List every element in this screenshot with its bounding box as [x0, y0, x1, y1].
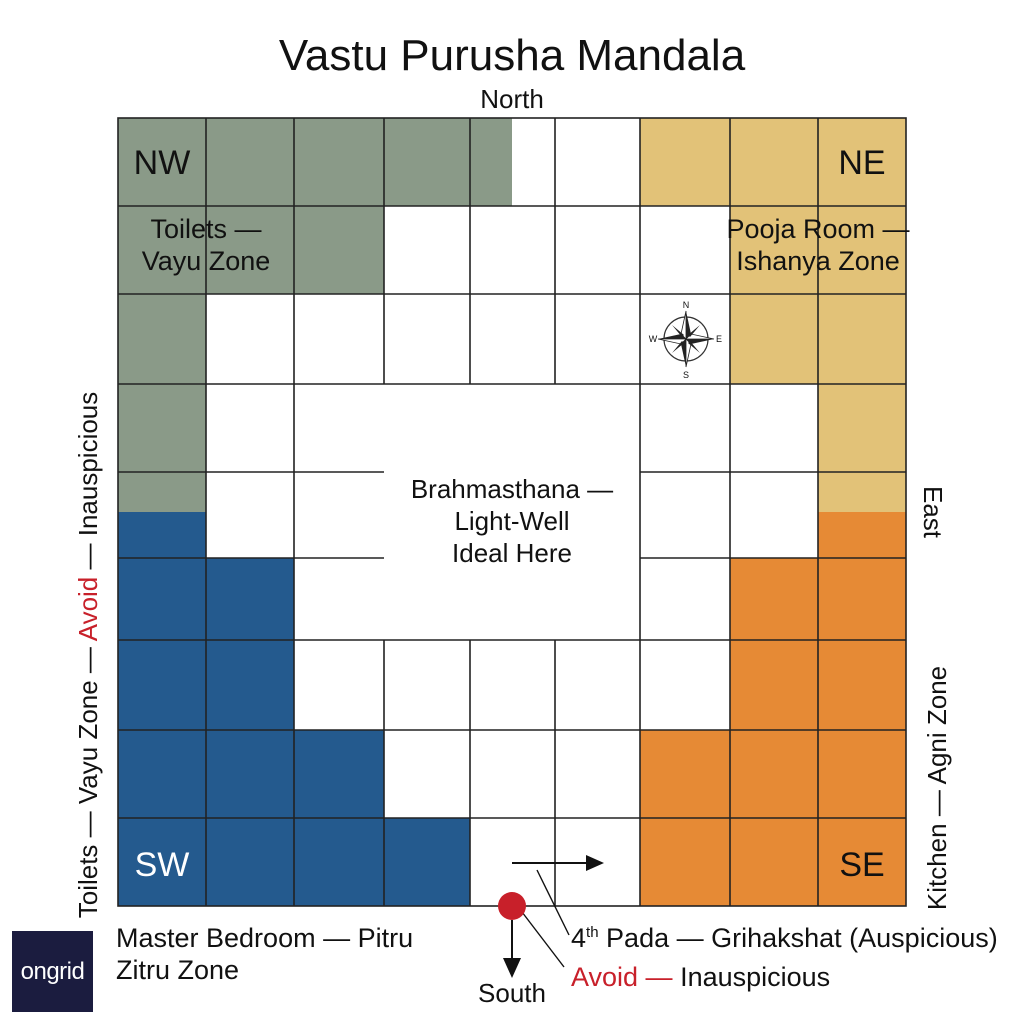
pada-label: 4th Pada — Grihakshat (Auspicious)	[571, 923, 998, 953]
master-bedroom-line2: Zitru Zone	[116, 955, 239, 985]
pada-sup: th	[586, 924, 599, 941]
east-label: East	[918, 486, 948, 539]
avoid-word: Avoid —	[571, 962, 673, 992]
avoid-label: Avoid — Inauspicious	[571, 962, 830, 992]
pada-rest: Pada — Grihakshat (Auspicious)	[599, 923, 998, 953]
center-line3: Ideal Here	[452, 538, 572, 568]
compass-e: E	[716, 334, 722, 344]
west-label-avoid: Avoid	[73, 577, 103, 642]
direction-arrows	[503, 855, 604, 978]
west-label-part1: Toilets — Vayu Zone —	[73, 641, 103, 918]
pada-number: 4	[571, 923, 586, 953]
corner-se-label: SE	[839, 846, 884, 884]
se-zone-fill	[640, 512, 906, 906]
compass-w: W	[649, 334, 658, 344]
ne-zone-fill	[640, 118, 906, 512]
east-kitchen-label: Kitchen — Agni Zone	[922, 666, 952, 910]
compass-s: S	[683, 370, 689, 380]
center-line2: Light-Well	[454, 506, 569, 536]
corner-ne-label: NE	[838, 144, 885, 182]
ne-zone-line1: Pooja Room —	[726, 214, 909, 244]
north-label: North	[480, 84, 544, 114]
corner-nw-label: NW	[134, 144, 191, 182]
compass-n: N	[683, 300, 690, 310]
nw-zone-line1: Toilets —	[150, 214, 261, 244]
west-side-label: Toilets — Vayu Zone — Avoid — Inauspicio…	[73, 392, 103, 919]
ne-zone-line2: Ishanya Zone	[736, 246, 900, 276]
master-bedroom-line1: Master Bedroom — Pitru	[116, 923, 413, 953]
center-line1: Brahmasthana —	[411, 474, 613, 504]
logo-text: ongrid	[20, 957, 85, 985]
diagram-title: Vastu Purusha Mandala	[279, 31, 746, 80]
compass-icon: N S E W	[649, 300, 722, 380]
ongrid-logo: ongrid	[12, 931, 93, 1012]
south-label: South	[478, 978, 546, 1008]
corner-sw-label: SW	[135, 846, 190, 884]
nw-zone-fill	[118, 118, 512, 512]
inauspicious-word: Inauspicious	[673, 962, 831, 992]
entrance-marker	[498, 892, 526, 920]
nw-zone-line2: Vayu Zone	[142, 246, 271, 276]
west-label-part3: — Inauspicious	[73, 392, 103, 577]
